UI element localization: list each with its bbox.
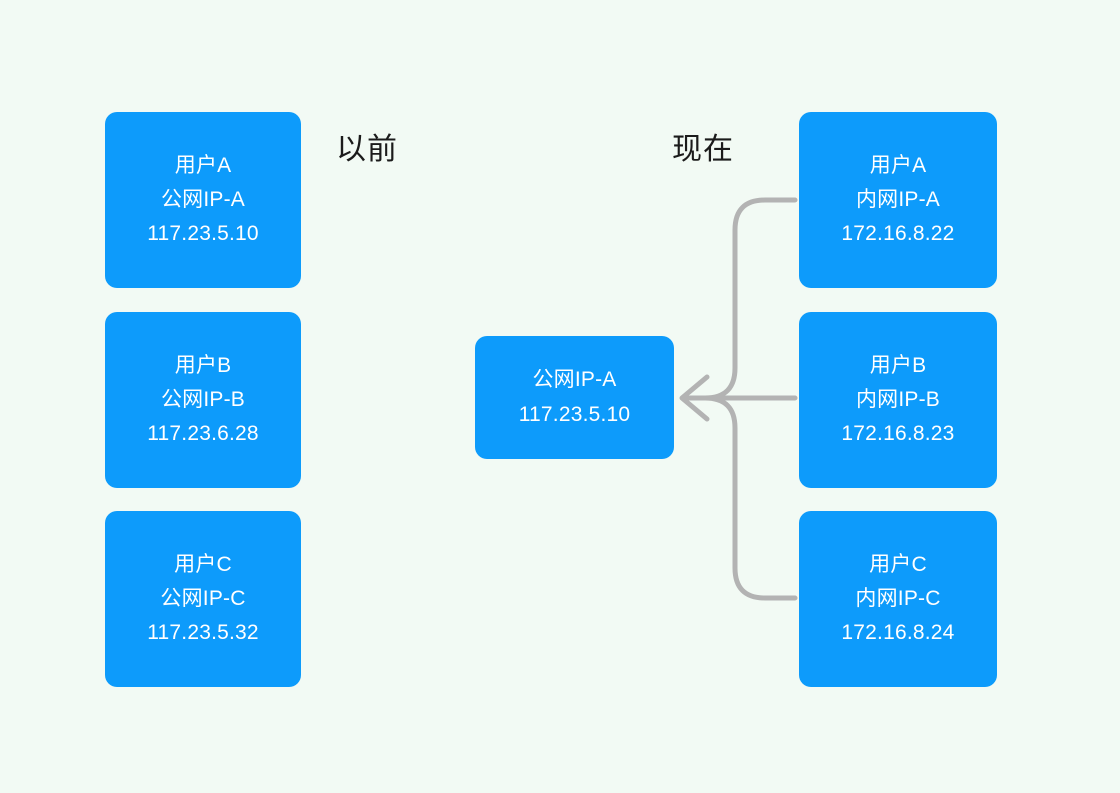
node-user-label: 用户C xyxy=(174,552,232,576)
caption-before: 以前 xyxy=(336,133,398,166)
node-user-label: 用户A xyxy=(869,153,927,177)
node-user-label: 用户B xyxy=(869,353,927,377)
node-ip-label: 内网IP-A xyxy=(855,187,941,211)
node-ip-label: 公网IP-A xyxy=(160,187,246,211)
node-ip-value: 172.16.8.24 xyxy=(841,621,955,644)
before-node-user-a[interactable]: 用户A 公网IP-A 117.23.5.10 xyxy=(105,112,301,288)
node-ip-label: 公网IP-A xyxy=(532,368,617,392)
node-ip-value: 117.23.5.10 xyxy=(518,402,631,426)
connector-path-c xyxy=(685,395,798,601)
connector-path-a xyxy=(685,197,798,401)
merge-arrow-left-icon xyxy=(679,374,710,422)
node-ip-value: 117.23.5.32 xyxy=(147,621,259,644)
node-ip-label: 公网IP-C xyxy=(160,586,246,610)
node-ip-value: 172.16.8.22 xyxy=(841,222,955,245)
now-node-user-c[interactable]: 用户C 内网IP-C 172.16.8.24 xyxy=(799,511,997,687)
now-node-user-a[interactable]: 用户A 内网IP-A 172.16.8.22 xyxy=(799,112,997,288)
node-ip-value: 117.23.6.28 xyxy=(147,422,259,445)
caption-now: 现在 xyxy=(672,133,734,166)
node-ip-value: 172.16.8.23 xyxy=(841,422,955,445)
before-node-user-b[interactable]: 用户B 公网IP-B 117.23.6.28 xyxy=(105,312,301,488)
node-ip-label: 内网IP-B xyxy=(855,387,941,411)
node-user-label: 用户A xyxy=(174,153,232,177)
node-ip-label: 内网IP-C xyxy=(855,586,941,610)
before-node-user-c[interactable]: 用户C 公网IP-C 117.23.5.32 xyxy=(105,511,301,687)
now-node-user-b[interactable]: 用户B 内网IP-B 172.16.8.23 xyxy=(799,312,997,488)
shared-public-ip-node[interactable]: 公网IP-A 117.23.5.10 xyxy=(475,336,674,459)
node-user-label: 用户C xyxy=(869,552,927,576)
node-ip-label: 公网IP-B xyxy=(160,387,246,411)
node-ip-value: 117.23.5.10 xyxy=(147,222,259,245)
node-user-label: 用户B xyxy=(174,353,232,377)
